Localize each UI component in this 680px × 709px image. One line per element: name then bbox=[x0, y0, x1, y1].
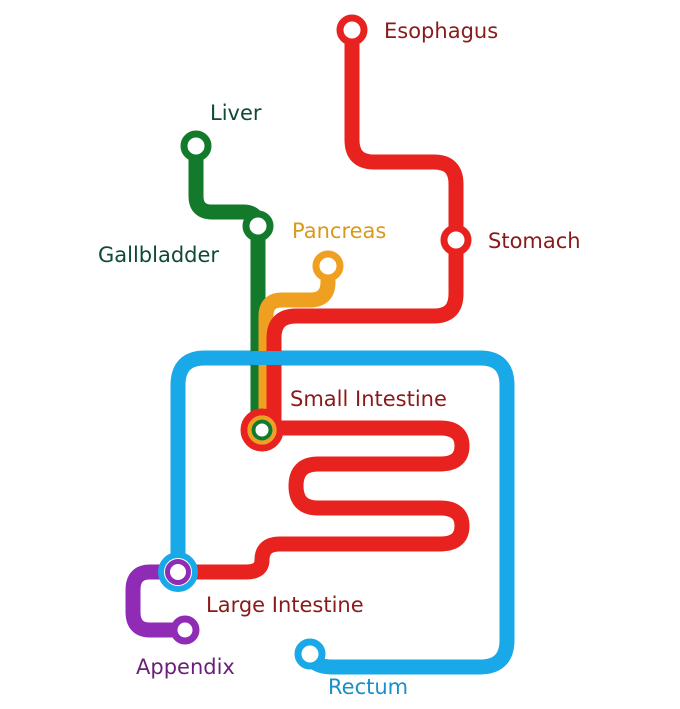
pancreatic-line bbox=[258, 260, 336, 436]
label-stomach: Stomach bbox=[488, 229, 581, 253]
appendix-line bbox=[125, 564, 193, 638]
biliary-line bbox=[188, 138, 266, 436]
station-stomach[interactable] bbox=[440, 224, 472, 256]
label-gallbladder: Gallbladder bbox=[98, 243, 219, 267]
station-esophagus[interactable] bbox=[336, 14, 368, 46]
small-intestine-inner-ring bbox=[251, 419, 273, 441]
station-pancreas[interactable] bbox=[312, 250, 344, 282]
label-pancreas: Pancreas bbox=[292, 219, 386, 243]
label-rectum: Rectum bbox=[328, 675, 408, 699]
large-intestine-inner-ring bbox=[165, 559, 191, 585]
station-liver[interactable] bbox=[180, 130, 212, 162]
label-small-intestine: Small Intestine bbox=[290, 387, 447, 411]
digestive-tract-line bbox=[178, 22, 470, 580]
label-liver: Liver bbox=[210, 101, 262, 125]
station-large-intestine[interactable] bbox=[158, 552, 198, 592]
station-appendix[interactable] bbox=[170, 615, 200, 645]
station-small-intestine[interactable] bbox=[240, 408, 284, 452]
label-esophagus: Esophagus bbox=[384, 19, 498, 43]
label-appendix: Appendix bbox=[136, 655, 235, 679]
colon-line bbox=[170, 350, 515, 675]
station-rectum[interactable] bbox=[294, 638, 326, 670]
colon-crossing bbox=[246, 351, 286, 365]
label-large-intestine: Large Intestine bbox=[206, 593, 364, 617]
station-gallbladder[interactable] bbox=[242, 210, 274, 242]
